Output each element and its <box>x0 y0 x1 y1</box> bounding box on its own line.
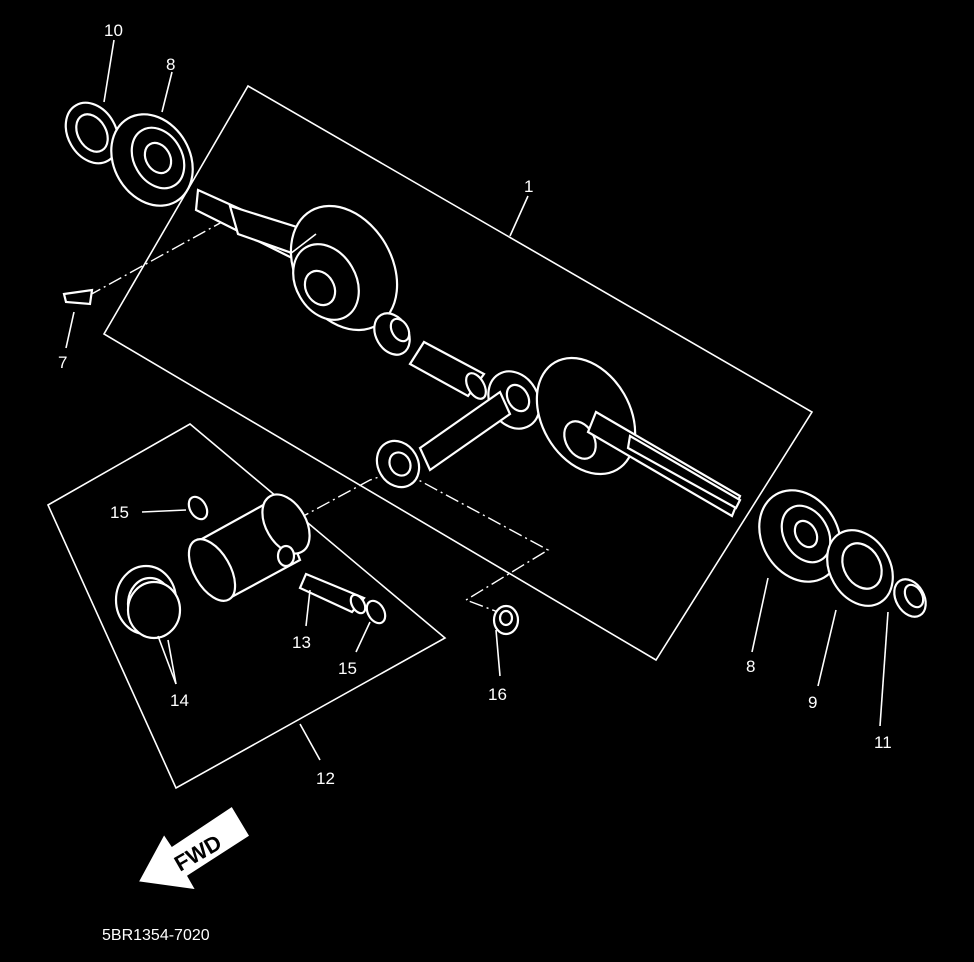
piston <box>187 493 311 602</box>
callout-7: 7 <box>58 353 67 372</box>
piston-pin <box>298 572 367 615</box>
crankshaft-assembly-outline <box>102 84 814 662</box>
big-end-bearing <box>373 312 411 356</box>
callout-11: 11 <box>874 733 892 752</box>
collar <box>893 578 927 618</box>
oil-seal-left <box>64 101 120 165</box>
crankshaft-right-half <box>535 356 742 518</box>
callout-8-right: 8 <box>746 657 755 676</box>
diagram-code: 5BR1354-7020 <box>102 927 210 944</box>
alignment-dashline-key <box>87 221 223 297</box>
callout-14: 14 <box>170 691 189 710</box>
callout-13: 13 <box>292 633 311 652</box>
piston-rings <box>114 564 182 640</box>
bearing-left <box>110 113 194 207</box>
connecting-rod <box>375 370 541 489</box>
callout-10: 10 <box>104 21 123 40</box>
alignment-dashline-pin <box>295 469 550 613</box>
callout-1: 1 <box>524 177 533 196</box>
oil-seal-right <box>826 529 894 607</box>
callout-15-lower: 15 <box>338 659 357 678</box>
circlip-lower <box>365 599 387 625</box>
callout-8-left: 8 <box>166 55 175 74</box>
circlip-upper <box>187 495 209 521</box>
fwd-arrow: FWD <box>136 804 252 891</box>
callout-12: 12 <box>316 769 335 788</box>
piston-assembly-outline <box>46 423 447 790</box>
crank-pin <box>408 340 487 400</box>
woodruff-key <box>62 288 94 306</box>
small-end-bearing <box>492 604 520 636</box>
callout-15-upper: 15 <box>110 503 129 522</box>
leader-lines <box>103 39 889 761</box>
callout-9: 9 <box>808 693 817 712</box>
bearing-right <box>758 489 842 583</box>
callout-16: 16 <box>488 685 507 704</box>
